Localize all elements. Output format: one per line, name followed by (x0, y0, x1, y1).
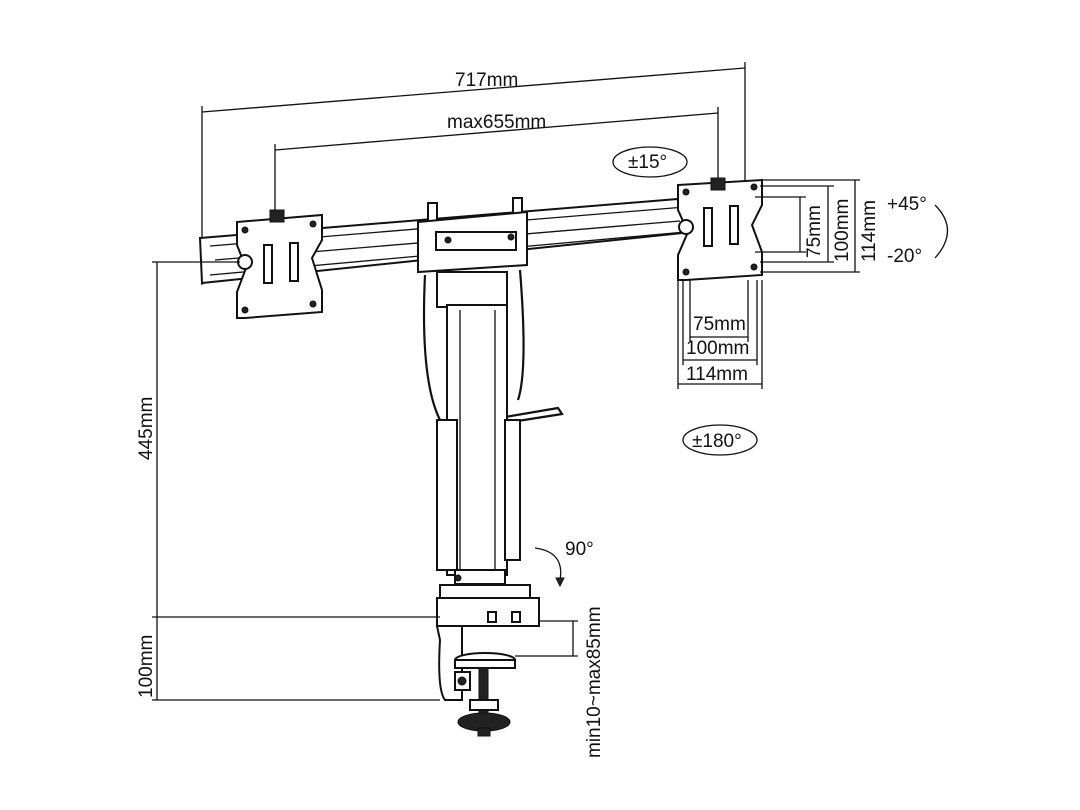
desk-thickness-label: min10~max85mm (584, 606, 605, 758)
vesa-h-114-label: 114mm (686, 364, 748, 385)
height-label: 445mm (136, 397, 157, 460)
rotation-label: ±180° (692, 431, 742, 452)
base-swivel-indicator: 90° (534, 539, 594, 588)
left-vesa-plate (236, 209, 323, 319)
dimension-717: 717mm (201, 62, 746, 285)
vesa-v-75-label: 75mm (804, 205, 825, 258)
vesa-v-100-label: 100mm (832, 199, 853, 262)
vesa-horizontal-dimensions: 75mm 100mm 114mm (677, 280, 763, 389)
tilt-up-label: +45° (887, 194, 927, 215)
dimension-100-clamp: 100mm (136, 617, 440, 701)
swivel-plate-indicator: ±15° (612, 146, 688, 178)
tilt-down-label: -20° (887, 246, 922, 267)
max-width-label: max655mm (447, 112, 546, 133)
center-column (417, 197, 564, 585)
base-swivel-label: 90° (565, 539, 594, 560)
dimension-655: max655mm (274, 107, 719, 215)
vesa-h-100-label: 100mm (686, 338, 749, 359)
vesa-h-75-label: 75mm (693, 314, 746, 335)
dimension-445: 445mm (136, 261, 440, 618)
swivel-plate-label: ±15° (628, 152, 667, 173)
clamp-height-label: 100mm (136, 635, 157, 698)
vesa-v-114-label: 114mm (859, 200, 880, 262)
tilt-indicator: +45° -20° (887, 194, 948, 267)
dimension-desk-thickness: min10~max85mm (515, 606, 605, 758)
overall-width-label: 717mm (455, 70, 518, 91)
rotation-indicator: ±180° (682, 424, 758, 456)
desk-clamp (435, 584, 540, 737)
right-vesa-plate (677, 177, 763, 281)
vesa-vertical-dimensions: 75mm 100mm 114mm (755, 179, 880, 273)
